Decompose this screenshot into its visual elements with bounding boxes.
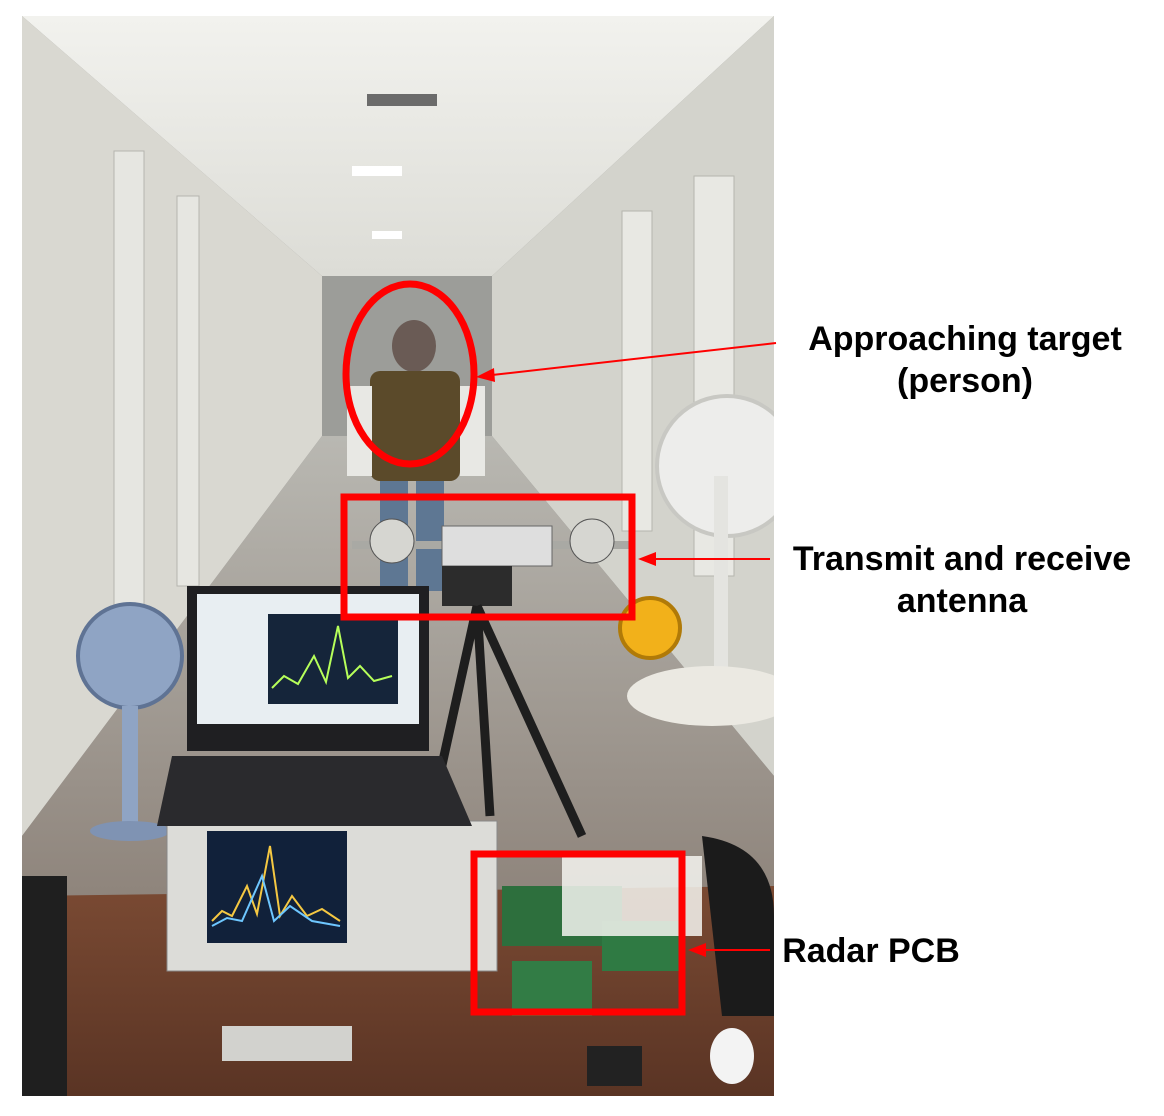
photo-illustration [22,16,774,1096]
corridor-photo [22,16,774,1096]
target-label-line1: Approaching target [808,320,1122,358]
pcb-label: Radar PCB [782,932,960,970]
target-callout-label: Approaching target (person) [780,318,1150,402]
antenna-label-line1: Transmit and receive [792,540,1132,578]
antenna-callout-label: Transmit and receive antenna [772,538,1152,622]
target-label-line2: (person) [897,362,1033,400]
pcb-callout-label: Radar PCB [776,930,966,972]
antenna-label-line2: antenna [896,582,1028,620]
